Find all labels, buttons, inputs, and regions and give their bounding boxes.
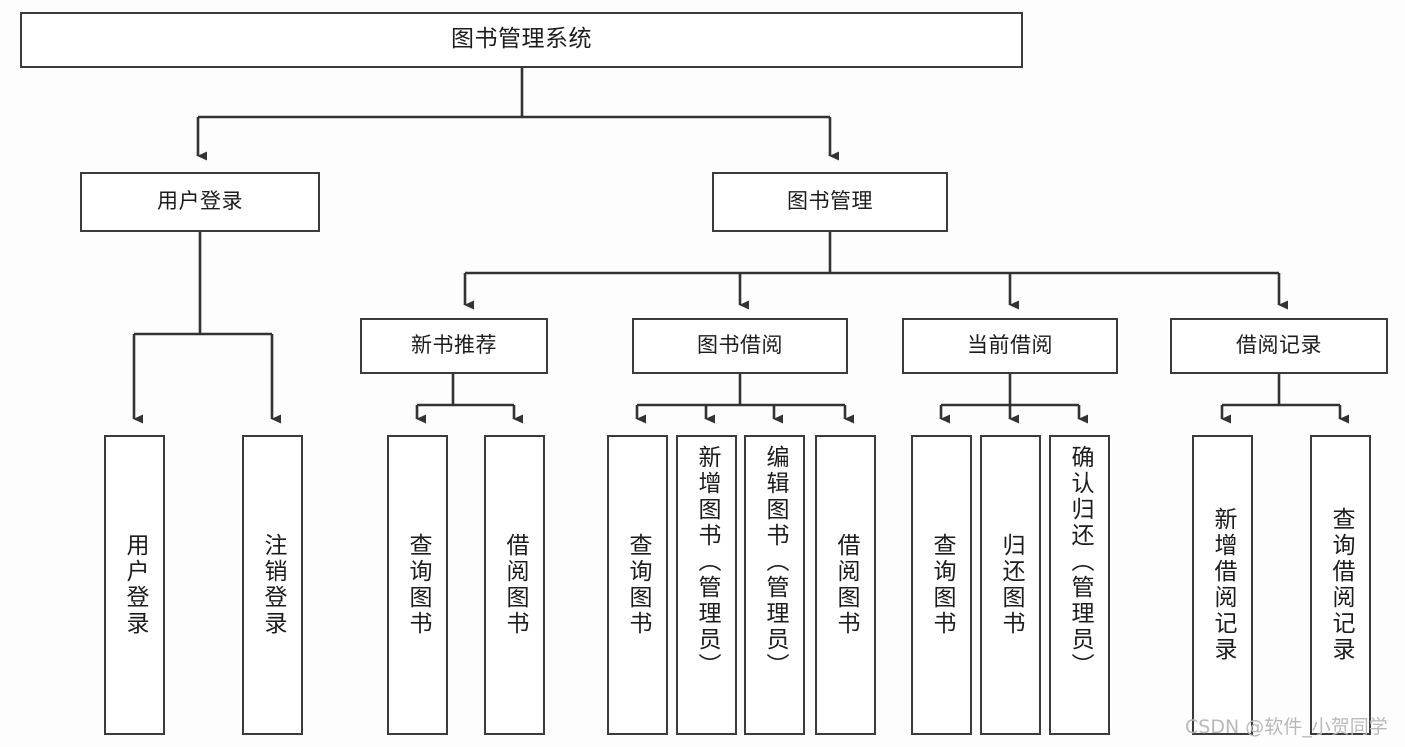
node-label: 查询图书	[405, 533, 431, 637]
leaf-add-book-admin[interactable]: 新增图书（管理员）	[676, 435, 737, 735]
leaf-edit-book-admin[interactable]: 编辑图书（管理员）	[744, 435, 805, 735]
node-user-login[interactable]: 用户登录	[80, 172, 320, 232]
leaf-logout[interactable]: 注销登录	[242, 435, 303, 735]
leaf-borrow-book[interactable]: 借阅图书	[815, 435, 876, 735]
leaf-add-borrow-record[interactable]: 新增借阅记录	[1192, 435, 1253, 735]
leaf-query-book-current[interactable]: 查询图书	[911, 435, 972, 735]
node-label: 查询借阅记录	[1328, 507, 1354, 663]
node-new-book-recommend[interactable]: 新书推荐	[360, 318, 548, 374]
node-current-borrow[interactable]: 当前借阅	[902, 318, 1118, 374]
leaf-borrow-book-recommend[interactable]: 借阅图书	[484, 435, 545, 735]
node-label: 借阅图书	[833, 533, 859, 637]
node-root-system[interactable]: 图书管理系统	[20, 12, 1023, 68]
leaf-query-borrow-record[interactable]: 查询借阅记录	[1310, 435, 1371, 735]
node-label: 确认归还（管理员）	[1067, 445, 1093, 679]
node-label: 查询图书	[625, 533, 651, 637]
node-label: 查询图书	[929, 533, 955, 637]
node-label: 借阅图书	[502, 533, 528, 637]
node-book-borrow[interactable]: 图书借阅	[632, 318, 848, 374]
node-book-management[interactable]: 图书管理	[712, 172, 948, 232]
node-label: 新书推荐	[411, 333, 497, 358]
leaf-return-book[interactable]: 归还图书	[980, 435, 1041, 735]
node-label: 图书管理	[787, 189, 873, 214]
leaf-confirm-return-admin[interactable]: 确认归还（管理员）	[1049, 435, 1110, 735]
node-label: 归还图书	[998, 533, 1024, 637]
node-label: 当前借阅	[967, 333, 1053, 358]
node-label: 新增图书（管理员）	[694, 445, 720, 679]
node-label: 编辑图书（管理员）	[762, 445, 788, 679]
node-label: 借阅记录	[1236, 333, 1322, 358]
node-label: 新增借阅记录	[1210, 507, 1236, 663]
node-borrow-record[interactable]: 借阅记录	[1170, 318, 1388, 374]
leaf-query-book-recommend[interactable]: 查询图书	[387, 435, 448, 735]
node-label: 图书借阅	[697, 333, 783, 358]
leaf-user-login[interactable]: 用户登录	[104, 435, 165, 735]
node-label: 用户登录	[122, 533, 148, 637]
node-label: 注销登录	[260, 533, 286, 637]
node-label: 图书管理系统	[451, 26, 592, 53]
node-label: 用户登录	[157, 189, 243, 214]
leaf-query-book-borrow[interactable]: 查询图书	[607, 435, 668, 735]
